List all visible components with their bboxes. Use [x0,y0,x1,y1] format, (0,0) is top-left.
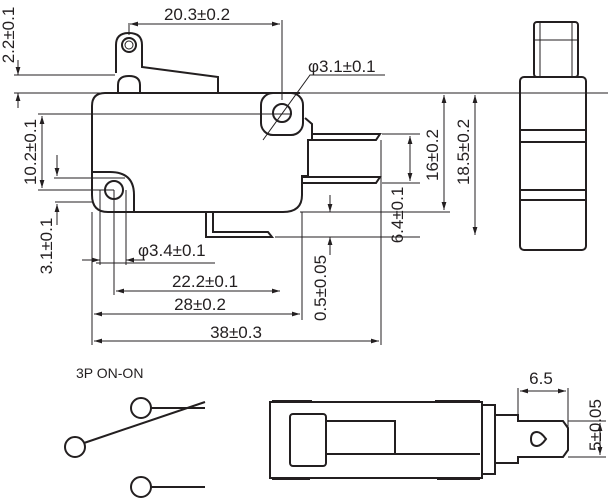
dim-lever-to-hole: 20.3±0.2 [164,5,230,24]
dim-body-height: 16±0.2 [423,129,442,181]
dim-terminal-thickness: 0.5±0.05 [311,255,330,321]
circuit-schematic: 3P ON-ON [64,365,206,498]
dim-terminal-length: 6.5 [529,369,553,388]
side-view [519,21,587,251]
upper-mount-hole [272,103,292,123]
dim-body-length: 28±0.2 [174,295,226,314]
dim-lower-hole: φ3.4±0.1 [138,241,206,260]
dimension-labels: 20.3±0.2 2.2±0.1 φ3.1±0.1 10.2±0.1 3.1±0… [0,5,605,451]
dim-terminal-pitch: 6.4±0.1 [388,187,407,244]
front-view [14,20,608,345]
dim-lower-offset: 3.1±0.1 [37,218,56,275]
dim-overall-length: 38±0.3 [210,323,262,342]
dim-overall-height: 18.5±0.2 [454,119,473,185]
dim-upper-hole: φ3.1±0.1 [308,57,376,76]
dim-terminal-width: 5±0.05 [586,399,605,451]
dim-hole-spacing-v: 10.2±0.1 [21,119,40,185]
schematic-label: 3P ON-ON [76,365,143,381]
dim-lever-height: 2.2±0.1 [0,7,18,64]
dim-hole-spacing-h: 22.2±0.1 [172,272,238,291]
bottom-view [269,388,606,480]
roller-icon [121,37,137,53]
